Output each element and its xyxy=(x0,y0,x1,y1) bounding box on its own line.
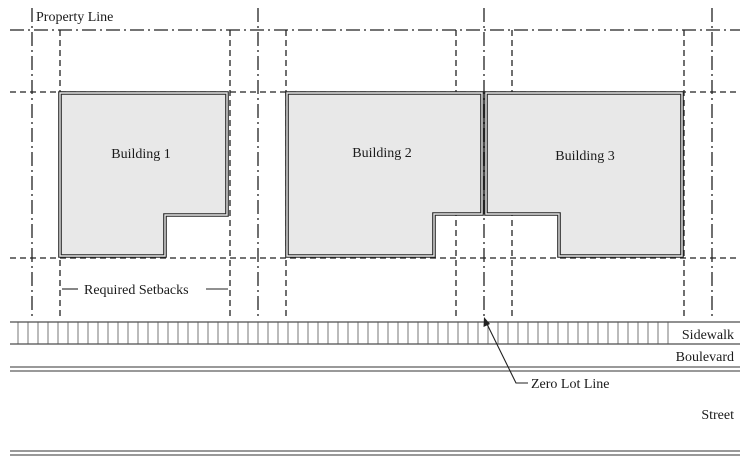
building-2-inner-line xyxy=(286,92,483,257)
zero-lot-line-label: Zero Lot Line xyxy=(531,377,610,392)
building-2-label: Building 2 xyxy=(352,146,412,161)
building-3-label: Building 3 xyxy=(555,149,615,164)
building-2-footprint xyxy=(285,91,484,258)
buildings xyxy=(58,91,684,258)
sidewalk xyxy=(10,321,740,345)
building-1-inner-line xyxy=(59,92,228,257)
zero-lot-line-leader xyxy=(485,321,528,384)
boulevard-label: Boulevard xyxy=(676,350,734,365)
property-line-label: Property Line xyxy=(36,10,113,25)
building-3-footprint xyxy=(484,91,684,258)
zero-lot-line-arrowhead xyxy=(483,317,490,327)
building-3-inner-line xyxy=(485,92,683,257)
property-lines xyxy=(10,8,740,320)
building-1-footprint xyxy=(58,91,229,258)
required-setbacks-label: Required Setbacks xyxy=(84,283,189,298)
building-1-label: Building 1 xyxy=(111,147,171,162)
sidewalk-joints xyxy=(17,322,669,344)
street-label: Street xyxy=(701,408,734,423)
sidewalk-label: Sidewalk xyxy=(682,328,734,343)
